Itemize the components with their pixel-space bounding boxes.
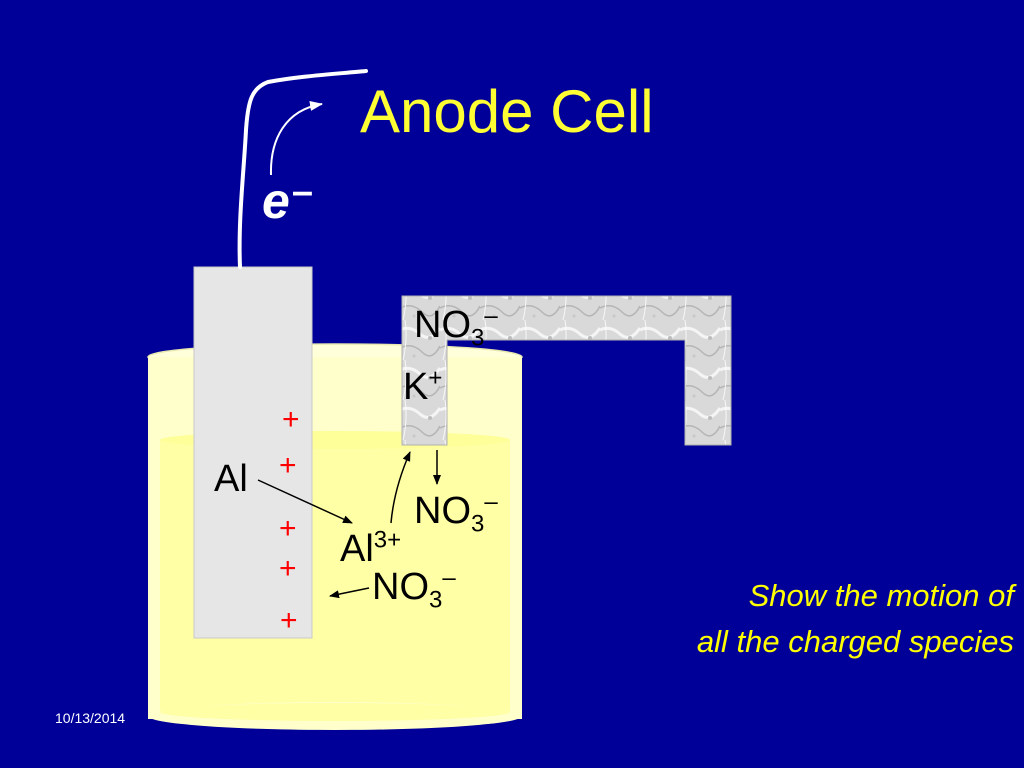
anion-to-bridge-arrow	[390, 451, 411, 524]
slide-title: Anode Cell	[360, 78, 654, 145]
bridge-nitrate-sub: 3	[471, 324, 485, 352]
electron-symbol: e	[262, 173, 290, 229]
electrode-charge-4: +	[279, 552, 297, 585]
external-wire	[237, 69, 368, 269]
aluminum-ion-label: Al3+	[340, 528, 401, 570]
al-oxidation-arrow	[257, 479, 353, 524]
nitrate-lower-charge: –	[442, 564, 456, 592]
aluminum-ion-base: Al	[340, 528, 374, 570]
bridge-nitrate-label: NO3–	[414, 304, 498, 350]
electrode-charge-3: +	[279, 512, 297, 545]
nitrate-lower-sub: 3	[429, 586, 443, 614]
electron-label: e–	[262, 173, 313, 229]
electrode-charge-1: +	[282, 403, 300, 436]
nitrate-upper-sub: 3	[471, 510, 485, 538]
slide-date: 10/13/2014	[55, 710, 126, 726]
nitrate-upper-charge: –	[484, 488, 498, 516]
aluminum-electrode	[193, 266, 313, 639]
electrode-charge-2: +	[279, 449, 297, 482]
electron-sign: –	[291, 171, 313, 213]
electrode-charge-5: +	[280, 604, 298, 637]
nitrate-lower-base: NO	[372, 566, 429, 608]
electrode-label: Al	[214, 458, 248, 500]
solution-bottom	[160, 703, 510, 721]
bridge-potassium-label: K+	[403, 366, 442, 408]
bridge-potassium-charge: +	[428, 364, 443, 392]
bridge-potassium-base: K	[403, 366, 429, 408]
nitrate-upper-base: NO	[414, 490, 471, 532]
nitrate-lower-label: NO3–	[372, 566, 456, 612]
caption-line-1: Show the motion of	[748, 578, 1014, 613]
nitrate-to-electrode-arrow	[329, 587, 370, 599]
bridge-nitrate-base: NO	[414, 304, 471, 346]
caption-line-2: all the charged species	[696, 624, 1014, 659]
aluminum-ion-charge: 3+	[373, 526, 402, 554]
salt-bridge	[401, 295, 732, 446]
nitrate-upper-label: NO3–	[414, 490, 498, 536]
bridge-nitrate-charge: –	[484, 302, 498, 330]
electron-flow-arrow	[269, 100, 323, 176]
